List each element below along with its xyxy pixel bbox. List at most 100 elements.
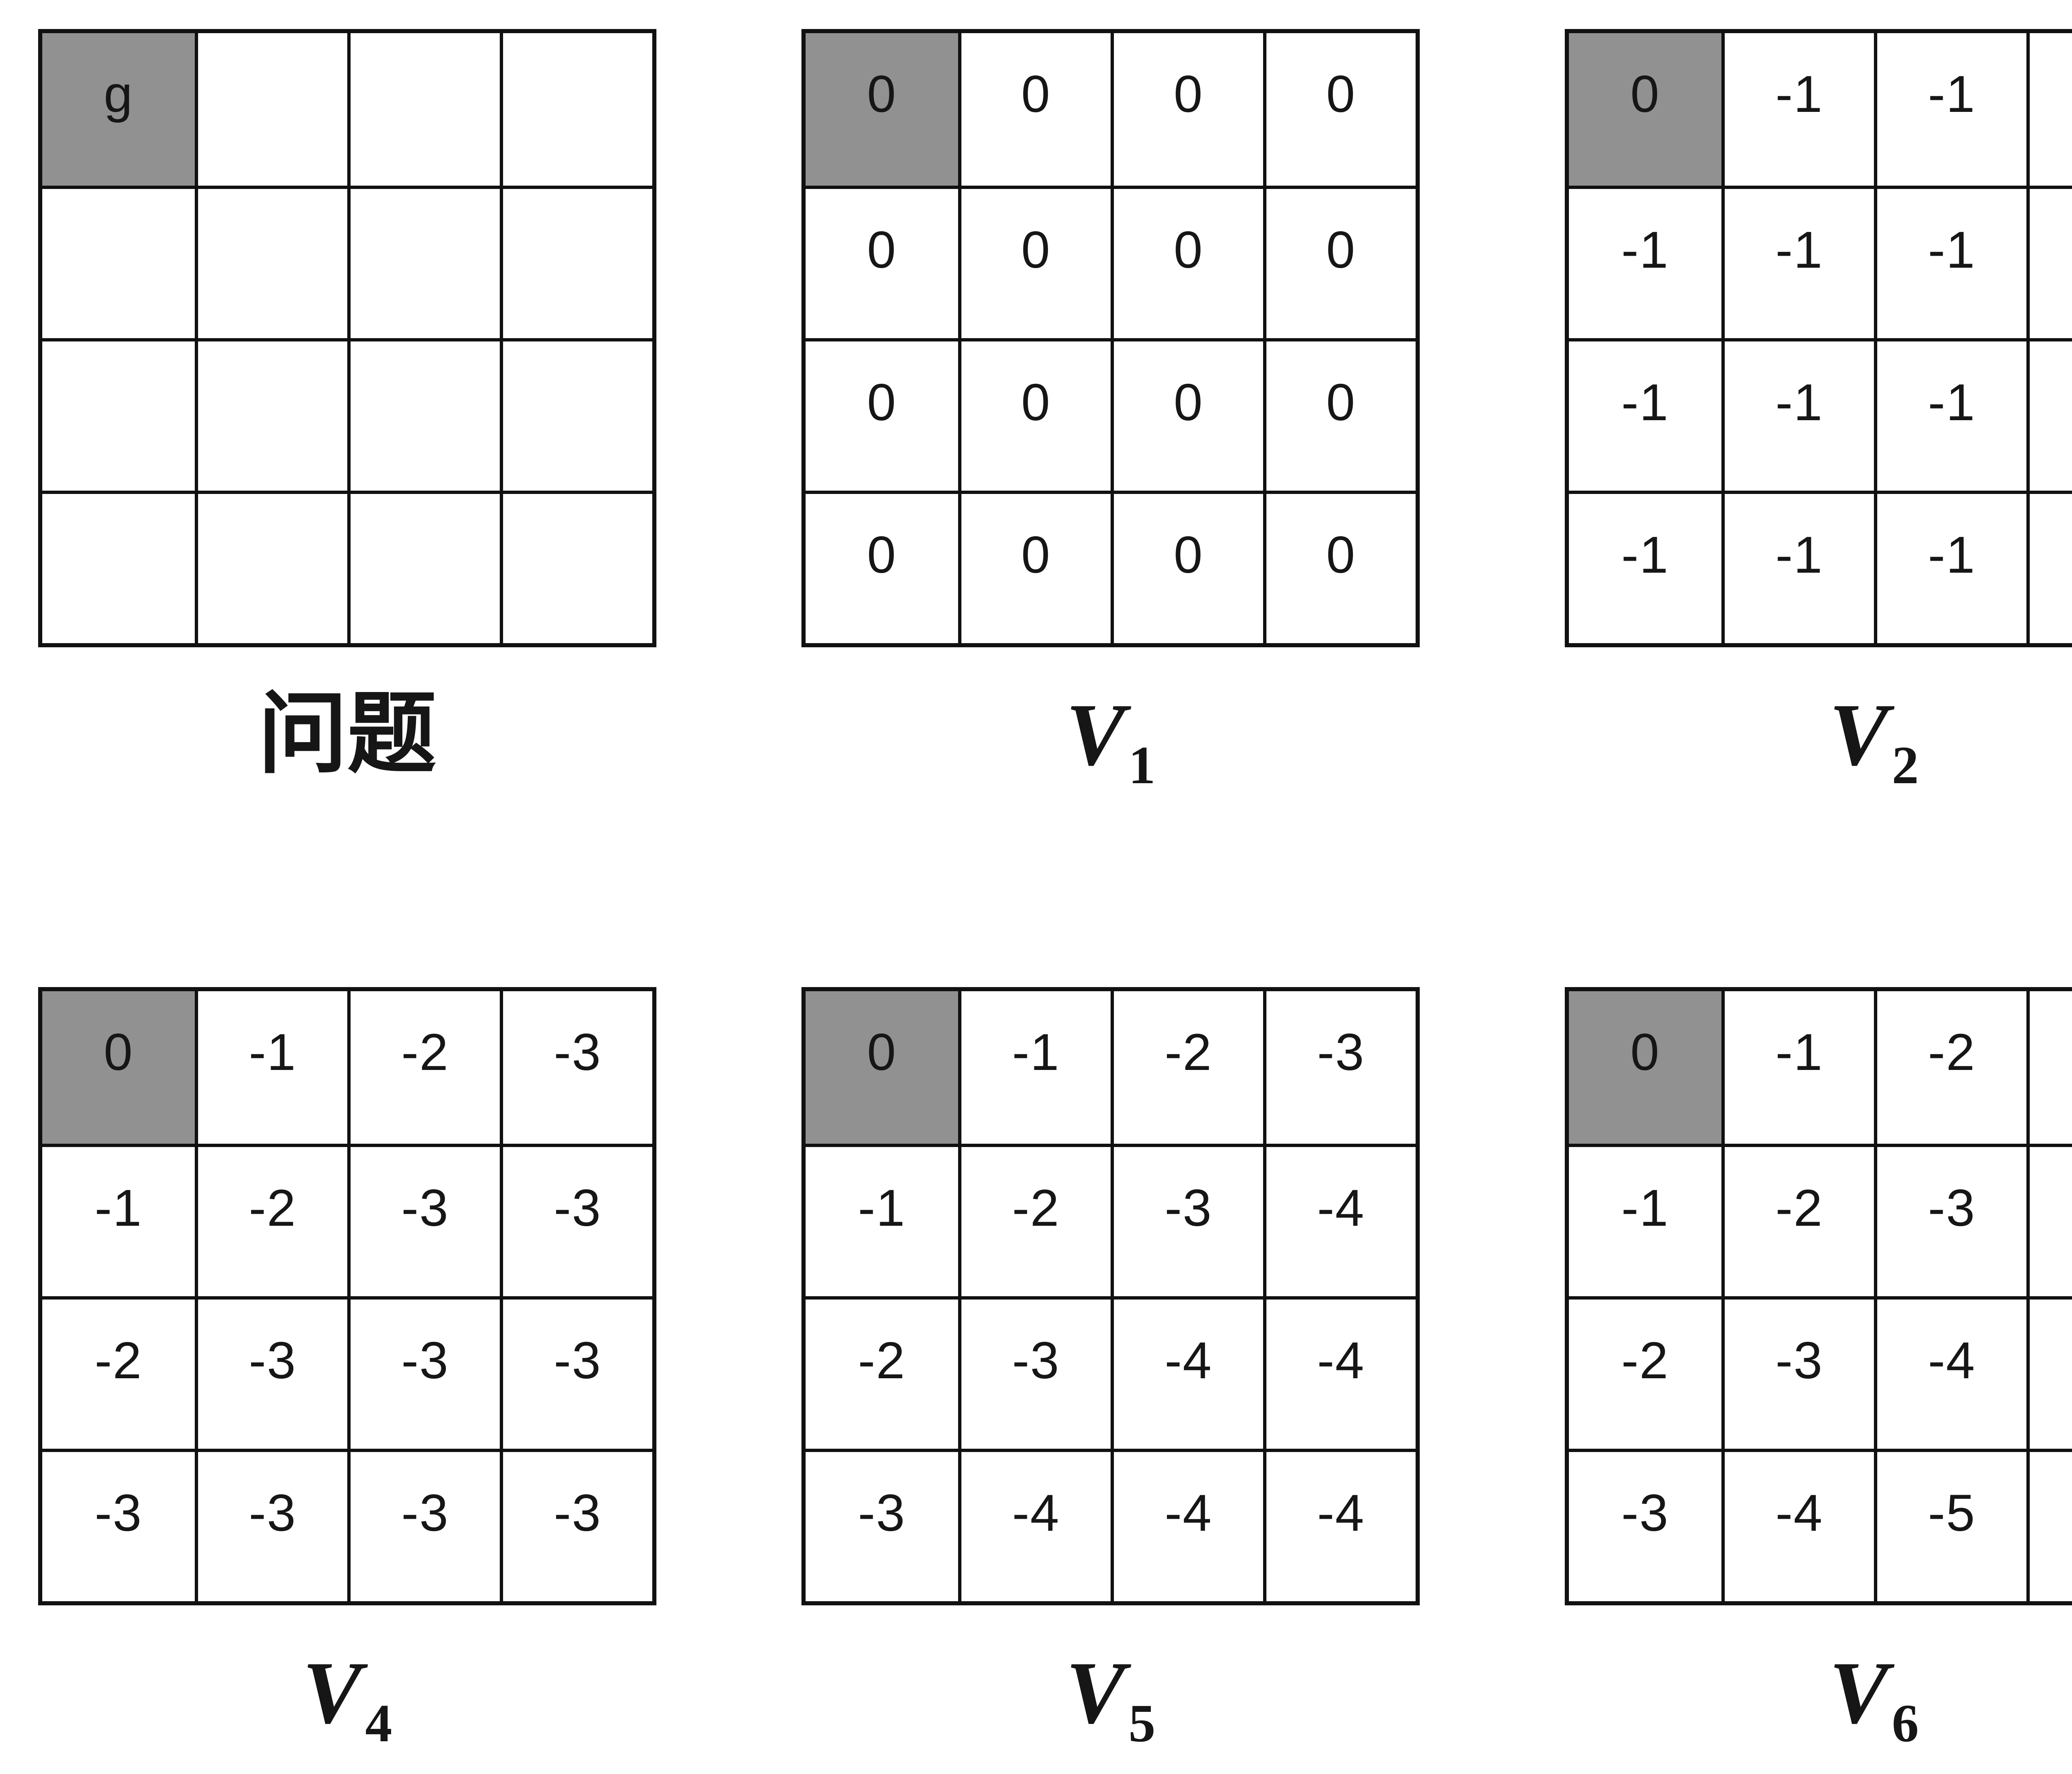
v1-cell-r1c4: 0 (1263, 33, 1416, 186)
v5-cell-r1c1: 0 (806, 991, 958, 1144)
v6-cell-r3c3: -4 (1874, 1296, 2026, 1449)
cell-value: -1 (1928, 221, 1976, 279)
cell-value: -4 (1164, 1484, 1213, 1542)
cell-value: -1 (94, 1179, 143, 1237)
v2-cell-r1c3: -1 (1874, 33, 2026, 186)
v2-cell-r3c2: -1 (1721, 338, 1874, 491)
v5-cell-r4c4: -4 (1263, 1449, 1416, 1601)
v2-cell-r4c1: -1 (1569, 491, 1721, 643)
v6-cell-r1c4: -3 (2026, 991, 2072, 1144)
v2-grid: 0-1-1-1-1-1-1-1-1-1-1-1-1-1-1-1 (1565, 29, 2072, 647)
v2-cell-r3c4: -1 (2026, 338, 2072, 491)
v6-cell-r4c3: -5 (1874, 1449, 2026, 1601)
v1-cell-r3c3: 0 (1111, 338, 1263, 491)
v1-cell-r4c2: 0 (958, 491, 1111, 643)
v5-cell-r1c2: -1 (958, 991, 1111, 1144)
problem-cell-r3c4 (500, 338, 652, 491)
v4-cell-r4c2: -3 (195, 1449, 347, 1601)
v1-cell-r2c3: 0 (1111, 186, 1263, 338)
cell-value: -3 (554, 1332, 602, 1389)
v1-cell-r2c4: 0 (1263, 186, 1416, 338)
cell-value: -1 (1621, 374, 1669, 431)
grid-figure-v2: 0-1-1-1-1-1-1-1-1-1-1-1-1-1-1-1V2 (1565, 29, 2072, 805)
cell-value: -3 (401, 1484, 449, 1542)
v2-cell-r2c4: -1 (2026, 186, 2072, 338)
cell-value: -2 (1164, 1024, 1213, 1081)
v1-cell-r4c4: 0 (1263, 491, 1416, 643)
v4-cell-r2c4: -3 (500, 1144, 652, 1296)
cell-value: 0 (1174, 65, 1203, 123)
v2-label-subscript: 2 (1892, 736, 1919, 795)
v6-cell-r1c3: -2 (1874, 991, 2026, 1144)
v4-cell-r3c4: -3 (500, 1296, 652, 1449)
v4-cell-r1c4: -3 (500, 991, 652, 1144)
v5-cell-r2c1: -1 (806, 1144, 958, 1296)
v5-label-base: V (1065, 1643, 1126, 1742)
cell-value: -4 (1164, 1332, 1213, 1389)
v4-cell-r2c3: -3 (347, 1144, 500, 1296)
cell-value: -4 (1012, 1484, 1060, 1542)
problem-cell-r3c2 (195, 338, 347, 491)
v2-cell-r3c1: -1 (1569, 338, 1721, 491)
cell-value: -1 (858, 1179, 906, 1237)
v2-cell-r3c3: -1 (1874, 338, 2026, 491)
cell-value: 0 (1326, 65, 1356, 123)
problem-cell-r3c3 (347, 338, 500, 491)
v5-cell-r4c2: -4 (958, 1449, 1111, 1601)
v2-cell-r4c4: -1 (2026, 491, 2072, 643)
v6-cell-r1c2: -1 (1721, 991, 1874, 1144)
cell-value: -1 (1928, 526, 1976, 584)
v2-cell-r1c1: 0 (1569, 33, 1721, 186)
problem-cell-r2c2 (195, 186, 347, 338)
v5-cell-r3c1: -2 (806, 1296, 958, 1449)
cell-value: 0 (867, 526, 897, 584)
cell-value: -2 (1775, 1179, 1823, 1237)
cell-value: 0 (1326, 374, 1356, 431)
problem-cell-r4c3 (347, 491, 500, 643)
v1-cell-r3c2: 0 (958, 338, 1111, 491)
cell-value: -1 (1012, 1024, 1060, 1081)
v1-cell-r4c1: 0 (806, 491, 958, 643)
cell-value: -4 (1317, 1179, 1365, 1237)
v4-cell-r1c3: -2 (347, 991, 500, 1144)
v6-cell-r4c1: -3 (1569, 1449, 1721, 1601)
cell-value: -1 (1775, 1024, 1823, 1081)
cell-value: -4 (1775, 1484, 1823, 1542)
cell-value: -2 (1621, 1332, 1669, 1389)
v4-grid: 0-1-2-3-1-2-3-3-2-3-3-3-3-3-3-3 (38, 987, 656, 1605)
problem-cell-r4c1 (42, 491, 195, 643)
cell-value: -1 (249, 1024, 297, 1081)
problem-cell-r1c1: g (42, 33, 195, 186)
v6-cell-r4c2: -4 (1721, 1449, 1874, 1601)
cell-value: -4 (1317, 1332, 1365, 1389)
v6-cell-r2c3: -3 (1874, 1144, 2026, 1296)
cell-value: -3 (554, 1484, 602, 1542)
cell-value: -3 (94, 1484, 143, 1542)
v5-cell-r2c4: -4 (1263, 1144, 1416, 1296)
v1-cell-r1c3: 0 (1111, 33, 1263, 186)
v5-cell-r3c2: -3 (958, 1296, 1111, 1449)
cell-value: 0 (867, 1024, 897, 1081)
cell-value: -3 (1621, 1484, 1669, 1542)
cell-value: -2 (858, 1332, 906, 1389)
v6-cell-r2c2: -2 (1721, 1144, 1874, 1296)
cell-value: -1 (1621, 1179, 1669, 1237)
cell-value: 0 (867, 65, 897, 123)
v6-cell-r2c1: -1 (1569, 1144, 1721, 1296)
v6-cell-r3c2: -3 (1721, 1296, 1874, 1449)
v4-cell-r1c2: -1 (195, 991, 347, 1144)
v5-cell-r4c3: -4 (1111, 1449, 1263, 1601)
cell-value: 0 (867, 374, 897, 431)
v1-cell-r3c4: 0 (1263, 338, 1416, 491)
v1-cell-r1c1: 0 (806, 33, 958, 186)
grid-figure-v6: 0-1-2-3-1-2-3-4-2-3-4-5-3-4-5-5V6 (1565, 987, 2072, 1763)
problem-cell-r1c4 (500, 33, 652, 186)
cell-value: -2 (94, 1332, 143, 1389)
v1-cell-r2c2: 0 (958, 186, 1111, 338)
